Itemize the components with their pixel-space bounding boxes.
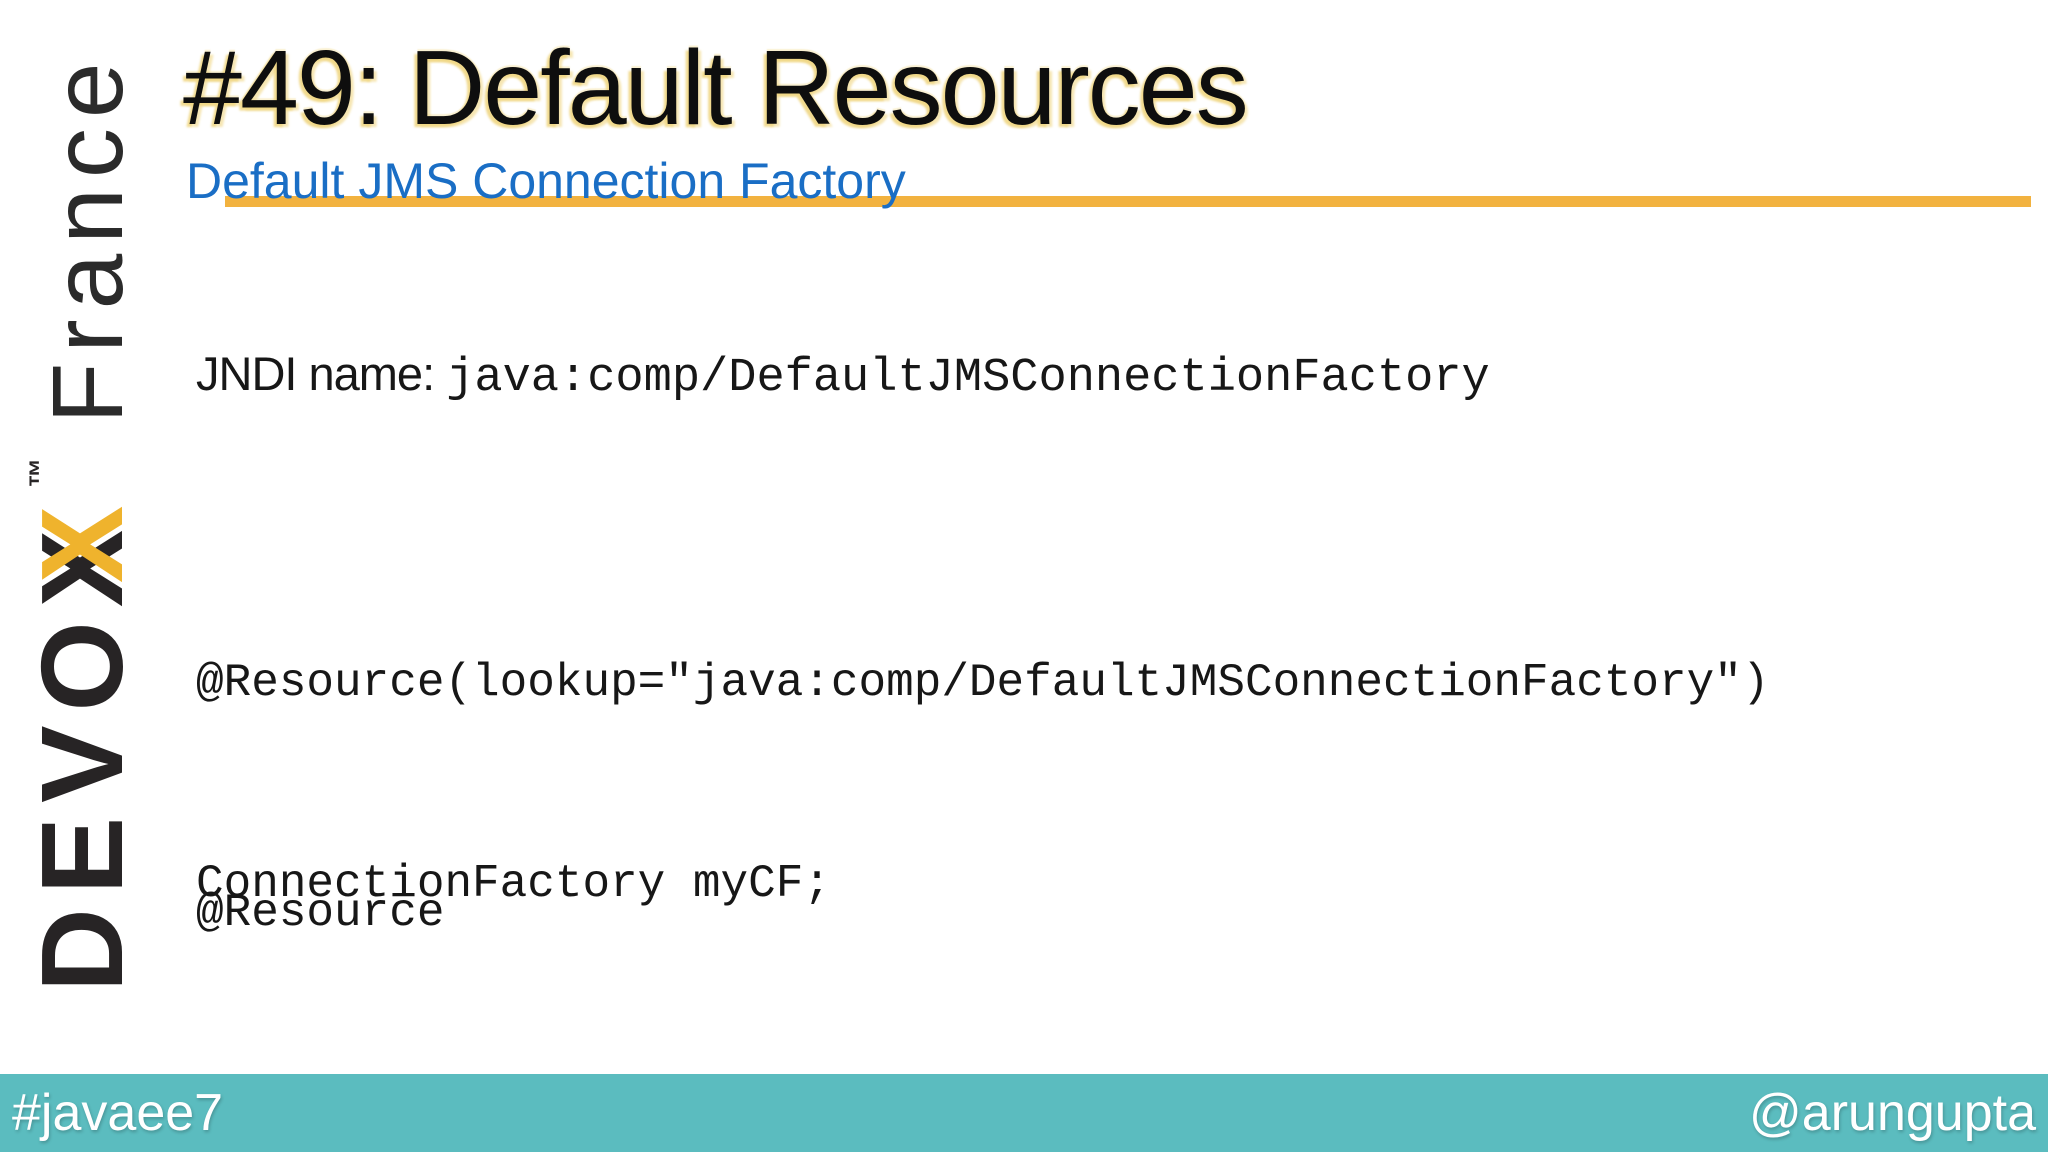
jndi-value: java:comp/DefaultJMSConnectionFactory — [446, 352, 1490, 405]
hashtag-label: #javaee7 — [12, 1084, 224, 1142]
footer-bar: #javaee7 @arungupta — [0, 1074, 2048, 1152]
code-line: @Resource(lookup="java:comp/DefaultJMSCo… — [196, 657, 1770, 709]
slide-title: #49: Default Resources — [183, 29, 1249, 147]
jndi-label: JNDI name: — [196, 347, 447, 400]
code-line: ConnectionFactory myCF; — [196, 858, 831, 910]
devoxx-wordmark: DEVOXX™ — [17, 458, 147, 992]
slide-subtitle: Default JMS Connection Factory — [186, 153, 906, 209]
devoxx-x-yellow: X — [17, 491, 147, 584]
code-block-resource-lookup: @Resource(lookup="java:comp/DefaultJMSCo… — [196, 516, 1769, 1052]
accent-underline — [225, 196, 2031, 207]
devoxx-france-logo: DEVOXX™France — [17, 53, 147, 992]
trademark-symbol: ™ — [24, 457, 57, 488]
twitter-handle-label: @arungupta — [1749, 1084, 2036, 1142]
jndi-name-line: JNDI name: java:comp/DefaultJMSConnectio… — [196, 346, 1490, 405]
code-line: @Resource — [196, 887, 445, 939]
devoxx-letters: DEVO — [17, 607, 147, 992]
france-wordmark: France — [32, 52, 144, 424]
